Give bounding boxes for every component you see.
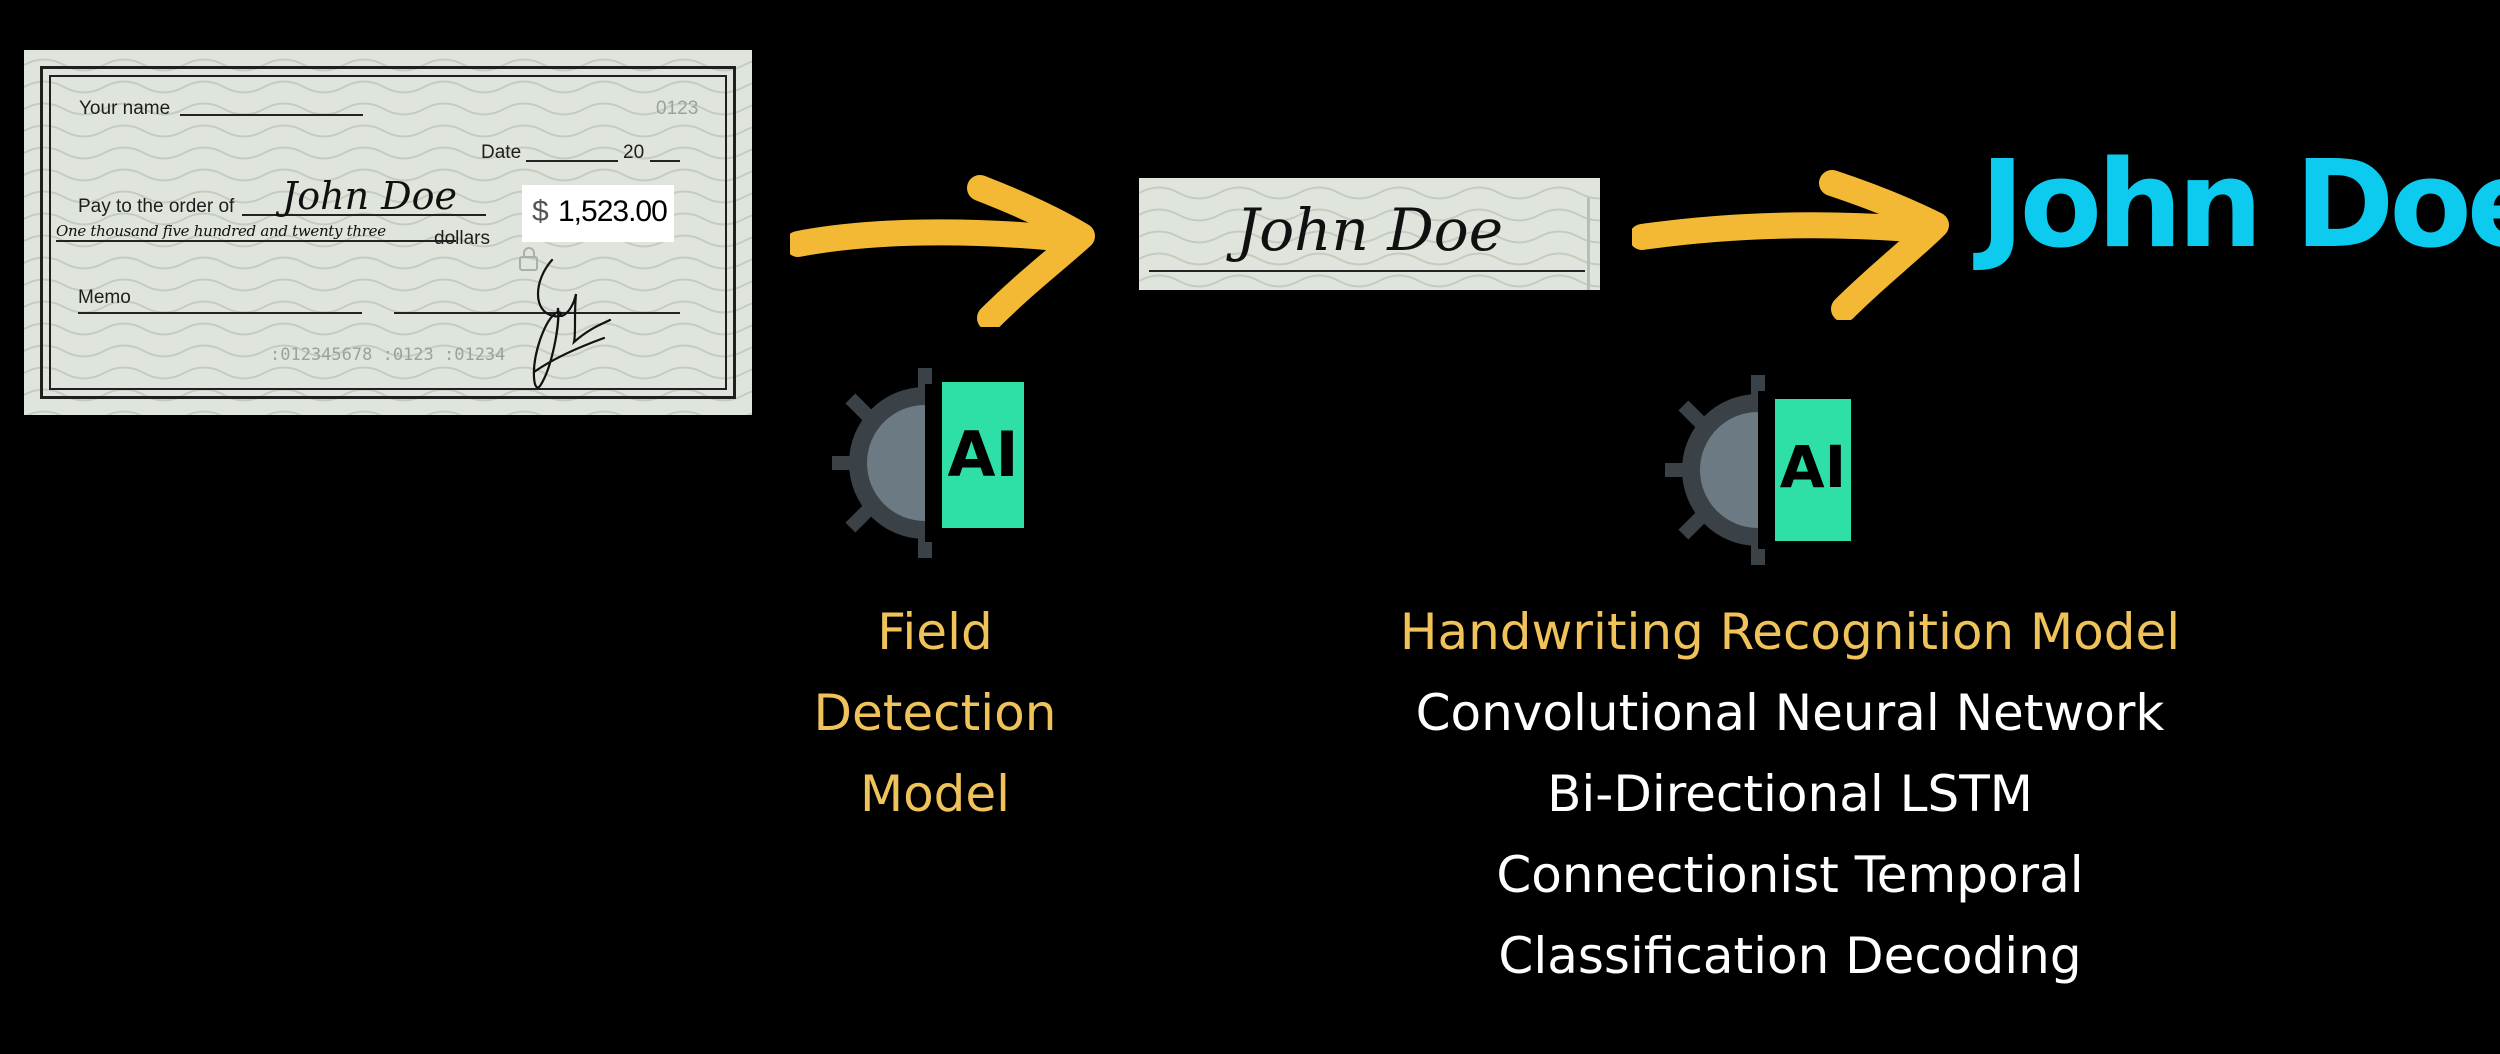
memo-label: Memo [78, 287, 131, 308]
model-component-ctc-line-1: Connectionist Temporal [1496, 846, 2084, 904]
handwriting-recognition-title: Handwriting Recognition Model [1399, 603, 2181, 661]
cropped-field-line [1149, 270, 1585, 272]
amount-value: 1,523.00 [558, 195, 668, 228]
cheque-outer-border [40, 66, 736, 399]
year-line [650, 160, 680, 162]
pay-to-label: Pay to the order of [78, 196, 235, 217]
payee-handwritten: John Doe [282, 174, 457, 218]
dollars-label: dollars [434, 228, 490, 249]
amount-words-handwritten: One thousand five hundred and twenty thr… [56, 222, 386, 240]
cropped-name-handwritten: John Doe [1235, 196, 1504, 264]
field-detection-title-line-3: Model [859, 765, 1011, 823]
field-detection-model-label: Field Detection Model [735, 592, 1135, 835]
cheque-inner-border [49, 75, 727, 390]
check-number-top: 0123 [656, 98, 699, 119]
amount-box: $ 1,523.00 [522, 185, 674, 242]
cropped-name-field: John Doe [1139, 178, 1600, 290]
memo-line [78, 312, 362, 314]
padlock-icon [519, 247, 538, 271]
dollar-sign: $ [532, 195, 549, 228]
model-component-ctc-line-2: Classification Decoding [1498, 927, 2082, 985]
signature-line [394, 312, 680, 314]
arrow-right-icon [1632, 170, 1949, 320]
ai-gear-icon: AI [1665, 375, 1851, 565]
year-prefix: 20 [623, 142, 645, 163]
recognized-text-output: John Doe [1980, 136, 2500, 275]
bank-cheque-image: Your name 0123 Date 20 Pay to the order … [24, 50, 752, 415]
your-name-line [180, 114, 363, 116]
model-component-cnn: Convolutional Neural Network [1415, 684, 2165, 742]
arrow-right-icon [790, 175, 1095, 327]
model-component-bilstm: Bi-Directional LSTM [1547, 765, 2033, 823]
micr-line: :012345678 :0123 :01234 [270, 345, 506, 365]
signature-scribble [532, 258, 612, 389]
date-line [526, 160, 618, 162]
field-detection-title-line-2: Detection [813, 684, 1057, 742]
date-label: Date [481, 142, 522, 163]
amount-words-line [56, 240, 456, 242]
field-detection-title-line-1: Field [877, 603, 993, 661]
your-name-label: Your name [79, 98, 171, 119]
handwriting-recognition-model-label: Handwriting Recognition Model Convolutio… [1295, 592, 2285, 997]
cropped-field-edge [1587, 198, 1590, 290]
ai-icon-label: AI [1780, 433, 1846, 501]
ai-icon-label: AI [947, 418, 1018, 491]
ai-gear-icon: AI [832, 368, 1024, 558]
payee-line [242, 214, 486, 216]
